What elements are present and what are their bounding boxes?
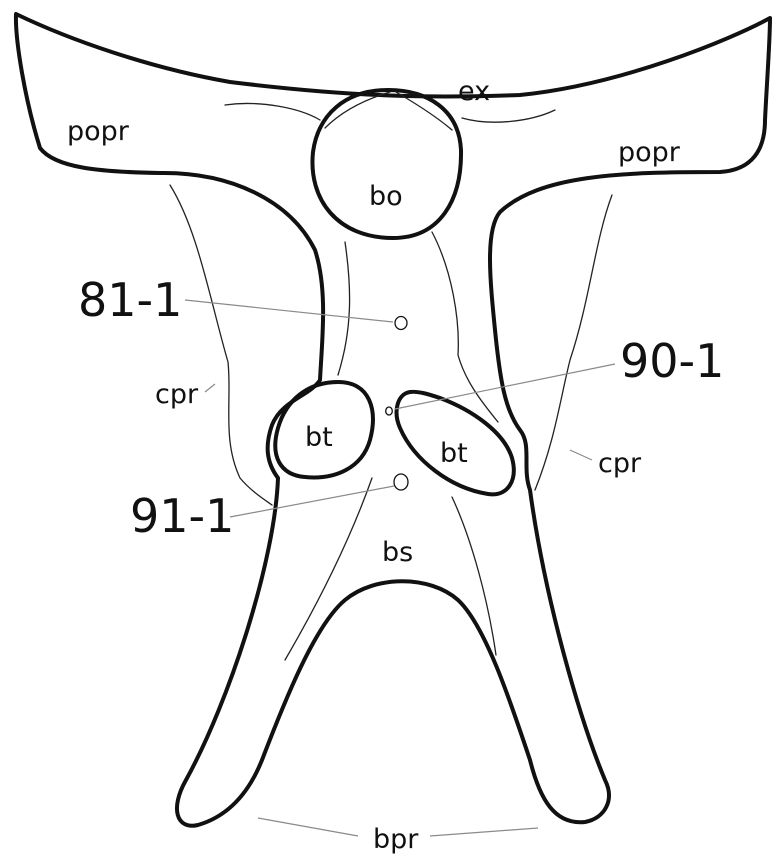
foramen-81-1 (395, 317, 407, 330)
label-bt-left: bt (305, 422, 333, 453)
label-bo: bo (369, 181, 403, 212)
label-cpr-right: cpr (598, 448, 642, 479)
label-popr-left: popr (67, 116, 130, 147)
label-ex: ex (458, 76, 490, 107)
specimen-81-1-label: 81-1 (78, 273, 182, 327)
bo-outline (312, 90, 461, 238)
foramen-90-1 (386, 407, 393, 415)
skull-outline (16, 14, 770, 826)
label-cpr-left: cpr (155, 379, 199, 410)
label-bpr: bpr (373, 824, 419, 855)
foramen-91-1 (394, 474, 408, 490)
label-bt-right: bt (440, 438, 468, 469)
leader-lines (185, 300, 615, 836)
specimen-90-1-label: 90-1 (620, 334, 724, 388)
specimen-91-1-label: 91-1 (130, 489, 234, 543)
label-bs: bs (382, 537, 413, 568)
label-popr-right: popr (618, 137, 681, 168)
